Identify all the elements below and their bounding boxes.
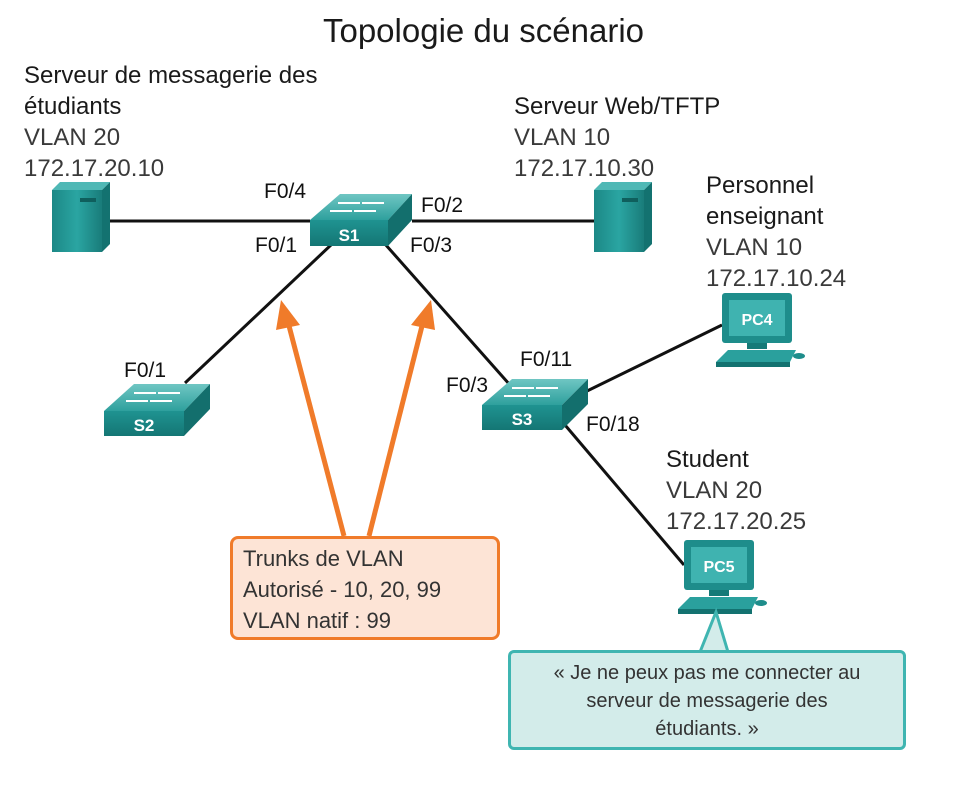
- port-s1-f04: F0/4: [264, 180, 307, 203]
- mail-server-vlan: VLAN 20: [24, 124, 121, 151]
- trunk-arrow-left-head: [276, 300, 300, 330]
- web-server-name: Serveur Web/TFTP: [514, 93, 721, 120]
- switch-s3-label: S3: [512, 410, 533, 429]
- port-s1-f01: F0/1: [255, 234, 298, 257]
- student-speech-line3: étudiants. »: [655, 718, 759, 740]
- trunk-arrows: [276, 300, 435, 537]
- link-s1-s3: [383, 243, 512, 386]
- switch-s2-icon: S2: [104, 384, 210, 436]
- trunk-arrow-right: [366, 321, 426, 537]
- trunk-callout: Trunks de VLAN Autorisé - 10, 20, 99 VLA…: [230, 536, 500, 640]
- student-speech-callout: « Je ne peux pas me connecter au serveur…: [508, 650, 906, 750]
- port-s1-f02: F0/2: [421, 194, 464, 217]
- link-s3-pc5: [563, 424, 686, 566]
- teacher-name-1: Personnel: [706, 172, 815, 199]
- web-server-ip: 172.17.10.30: [514, 155, 655, 182]
- student-name: Student: [666, 446, 749, 473]
- teacher-name-2: enseignant: [706, 203, 824, 230]
- links: [105, 219, 723, 566]
- diagram-title: Topologie du scénario: [322, 12, 645, 49]
- port-s1-f03: F0/3: [410, 234, 453, 257]
- port-s3-f03: F0/3: [446, 374, 489, 397]
- speech-pointer: [697, 607, 731, 654]
- link-s1-s2: [183, 242, 334, 385]
- teacher-vlan: VLAN 10: [706, 234, 803, 261]
- switch-s3-icon: S3: [482, 379, 588, 430]
- mail-server-name-1: Serveur de messagerie des: [24, 62, 318, 89]
- teacher-ip: 172.17.10.24: [706, 265, 847, 292]
- trunk-callout-line2: Autorisé - 10, 20, 99: [243, 577, 442, 602]
- pc5-icon: PC5: [678, 540, 767, 614]
- switch-s2-label: S2: [134, 416, 155, 435]
- port-s3-f011: F0/11: [520, 348, 573, 371]
- mail-server-name-2: étudiants: [24, 93, 122, 120]
- mail-server-ip: 172.17.20.10: [24, 155, 165, 182]
- trunk-arrow-left: [285, 321, 347, 537]
- switch-s1-label: S1: [339, 226, 360, 245]
- pc4-label: PC4: [741, 312, 772, 329]
- student-speech-line2: serveur de messagerie des: [586, 690, 828, 712]
- link-s3-pc4: [584, 323, 723, 394]
- mail-server-icon: [52, 182, 110, 252]
- student-vlan: VLAN 20: [666, 477, 763, 504]
- switch-s1-icon: S1: [310, 194, 412, 246]
- trunk-callout-line1: Trunks de VLAN: [243, 546, 404, 571]
- pc4-icon: PC4: [716, 293, 805, 367]
- web-server-icon: [594, 182, 652, 252]
- trunk-callout-line3: VLAN natif : 99: [243, 608, 391, 633]
- pc5-label: PC5: [703, 559, 734, 576]
- port-s2-f01: F0/1: [124, 359, 167, 382]
- port-s3-f018: F0/18: [586, 413, 640, 436]
- student-ip: 172.17.20.25: [666, 508, 807, 535]
- student-speech-line1: « Je ne peux pas me connecter au: [553, 662, 861, 684]
- web-server-vlan: VLAN 10: [514, 124, 611, 151]
- trunk-arrow-right-head: [411, 300, 435, 330]
